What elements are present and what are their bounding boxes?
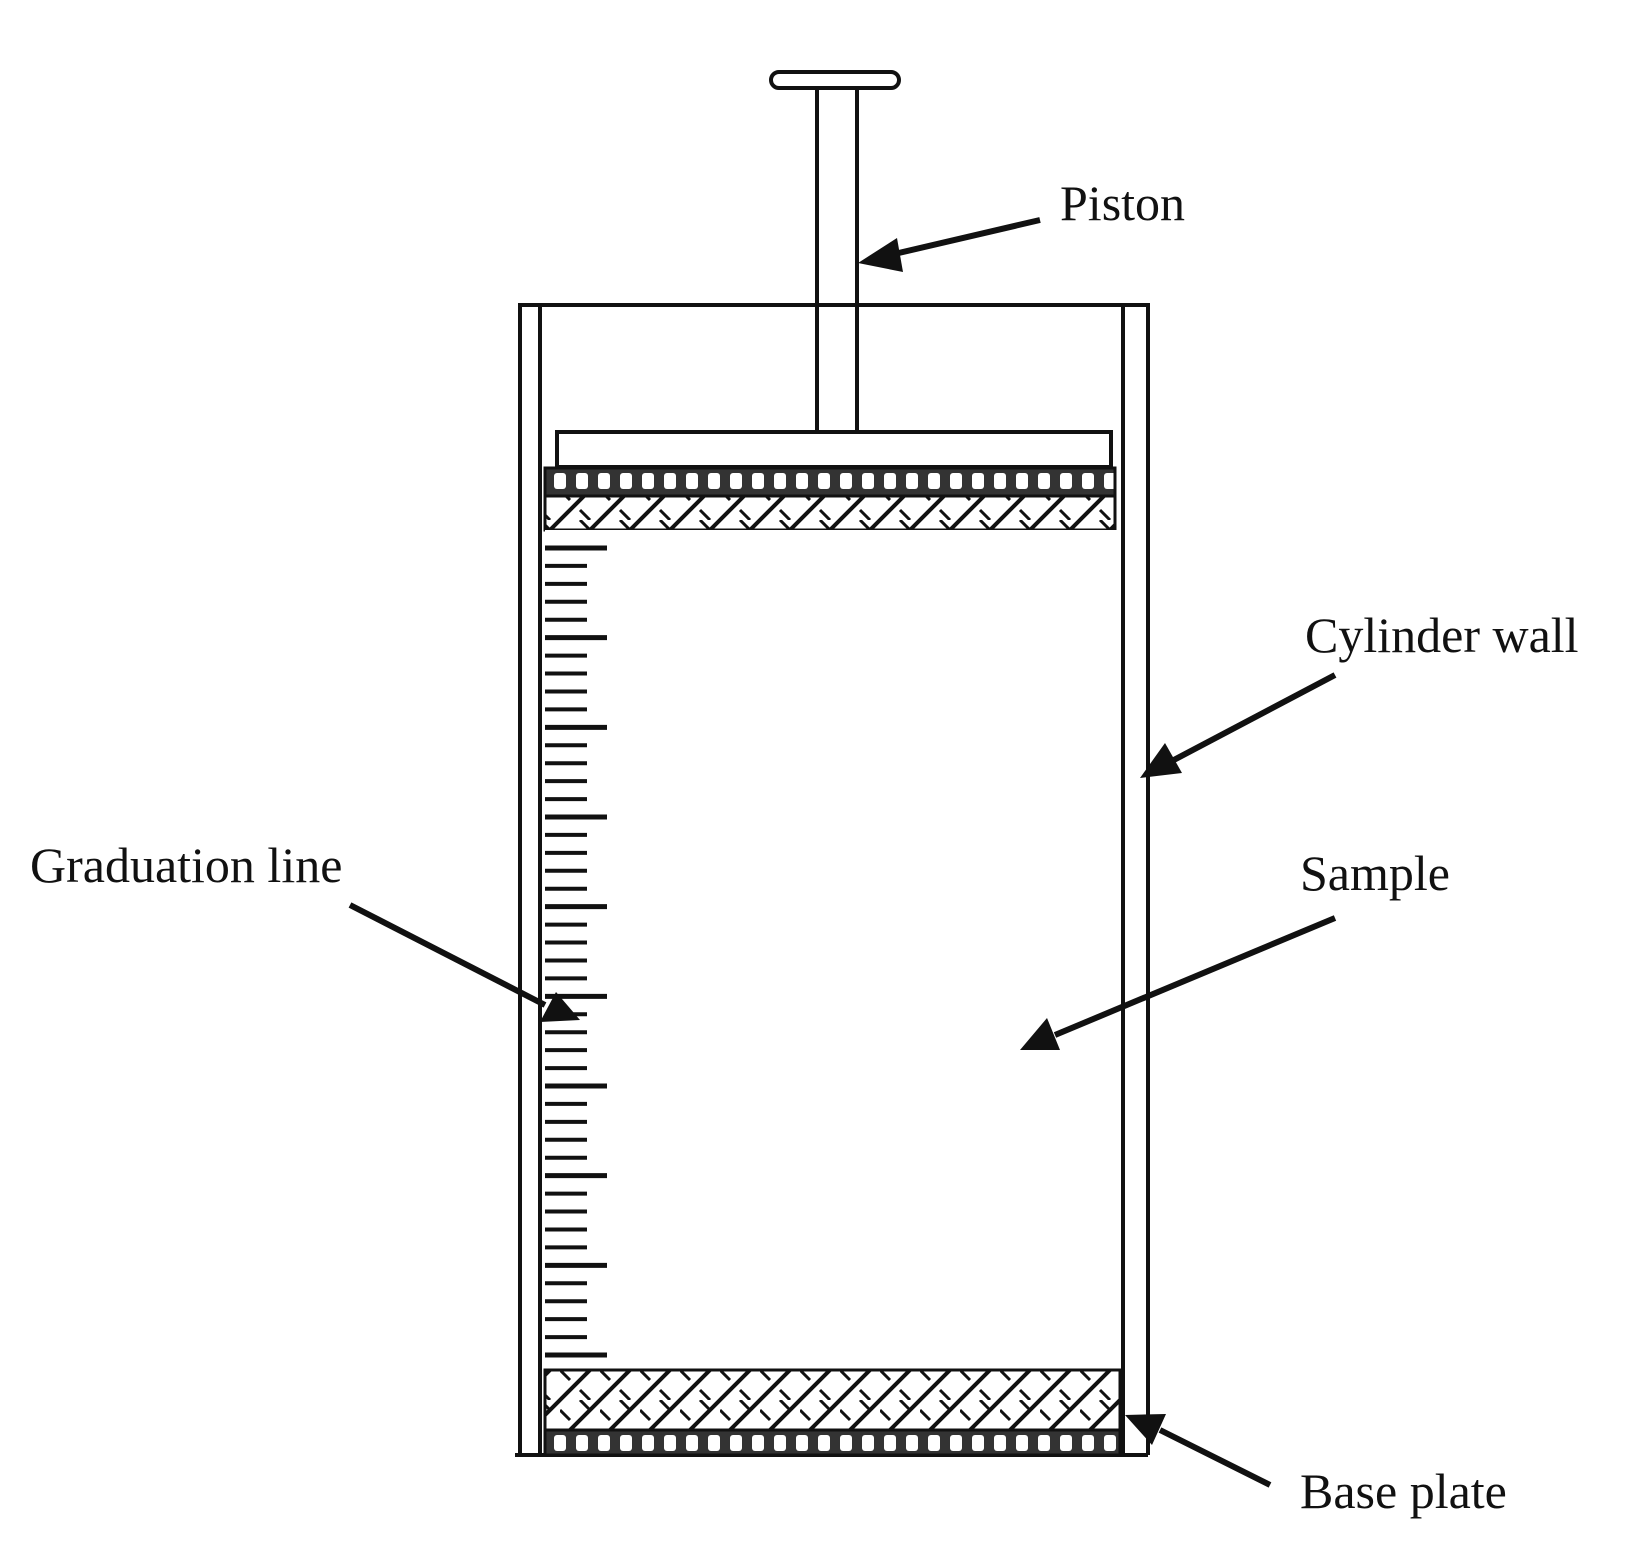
cylinder-wall-arrow-head <box>1140 743 1182 778</box>
graduation-line-label: Graduation line <box>30 837 342 893</box>
cylinder-wall-label: Cylinder wall <box>1305 607 1579 663</box>
base-plate-beads <box>543 1428 1122 1457</box>
graduation-line-arrow-line <box>348 902 547 1008</box>
sample-label: Sample <box>1300 845 1450 901</box>
graduation-scale <box>545 545 607 1358</box>
bottom-porous-stone <box>543 1368 1122 1432</box>
bottom-assembly <box>543 1368 1122 1457</box>
base-plate-arrow-line <box>1158 1427 1272 1488</box>
cylinder-wall-arrow-line <box>1168 672 1337 765</box>
sample-arrow-head <box>1020 1018 1060 1050</box>
sample-arrow-line <box>1053 915 1337 1038</box>
cylinder-right-wall <box>1121 303 1150 1455</box>
piston <box>543 70 1117 532</box>
top-filter-beads <box>543 466 1117 498</box>
piston-arrow-head <box>858 238 903 272</box>
base-plate-label: Base plate <box>1300 1463 1507 1519</box>
labels: Piston Cylinder wall Graduation line Sam… <box>30 175 1579 1519</box>
piston-label: Piston <box>1060 175 1185 231</box>
sample-region <box>545 530 1120 1370</box>
piston-rod <box>815 88 859 430</box>
graduation-line-arrow-head <box>540 992 580 1022</box>
leader-arrows <box>348 217 1337 1488</box>
top-porous-stone <box>543 494 1117 532</box>
cylinder-left-wall <box>518 303 542 1455</box>
piston-head <box>555 430 1113 469</box>
base-plate-arrow-head <box>1125 1414 1166 1445</box>
piston-arrow-line <box>889 217 1041 258</box>
piston-handle <box>769 70 901 90</box>
